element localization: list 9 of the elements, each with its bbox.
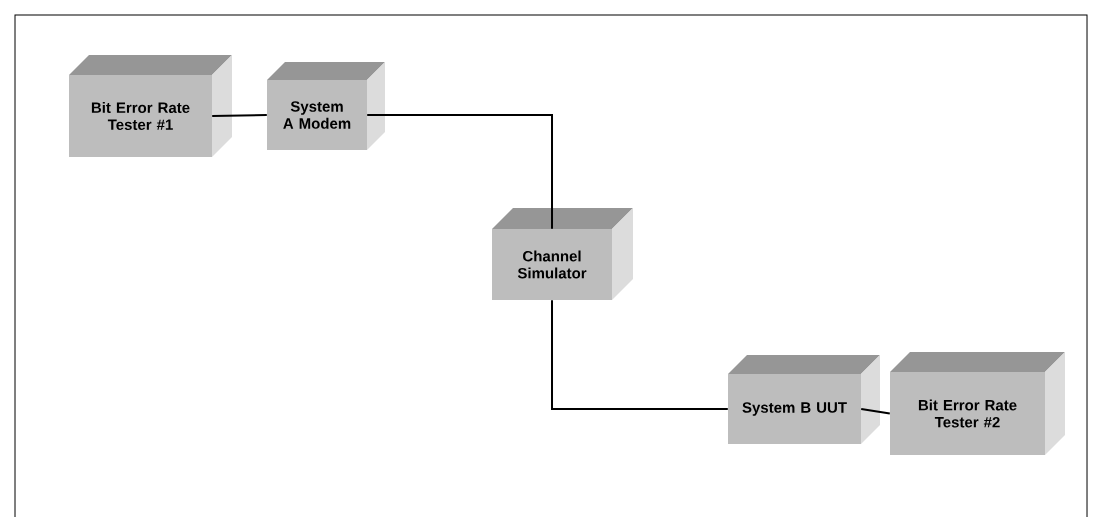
box: Channel Simulator — [492, 208, 633, 300]
box: Bit Error Rate Tester #1 — [69, 55, 232, 157]
connector-line — [860, 408, 891, 415]
box: Bit Error Rate Tester #2 — [890, 352, 1065, 455]
connector-line — [366, 114, 553, 230]
box: System A Modem — [267, 62, 385, 150]
box: System B UUT — [728, 355, 880, 444]
connector-line — [211, 114, 268, 117]
connector-line — [551, 299, 729, 410]
